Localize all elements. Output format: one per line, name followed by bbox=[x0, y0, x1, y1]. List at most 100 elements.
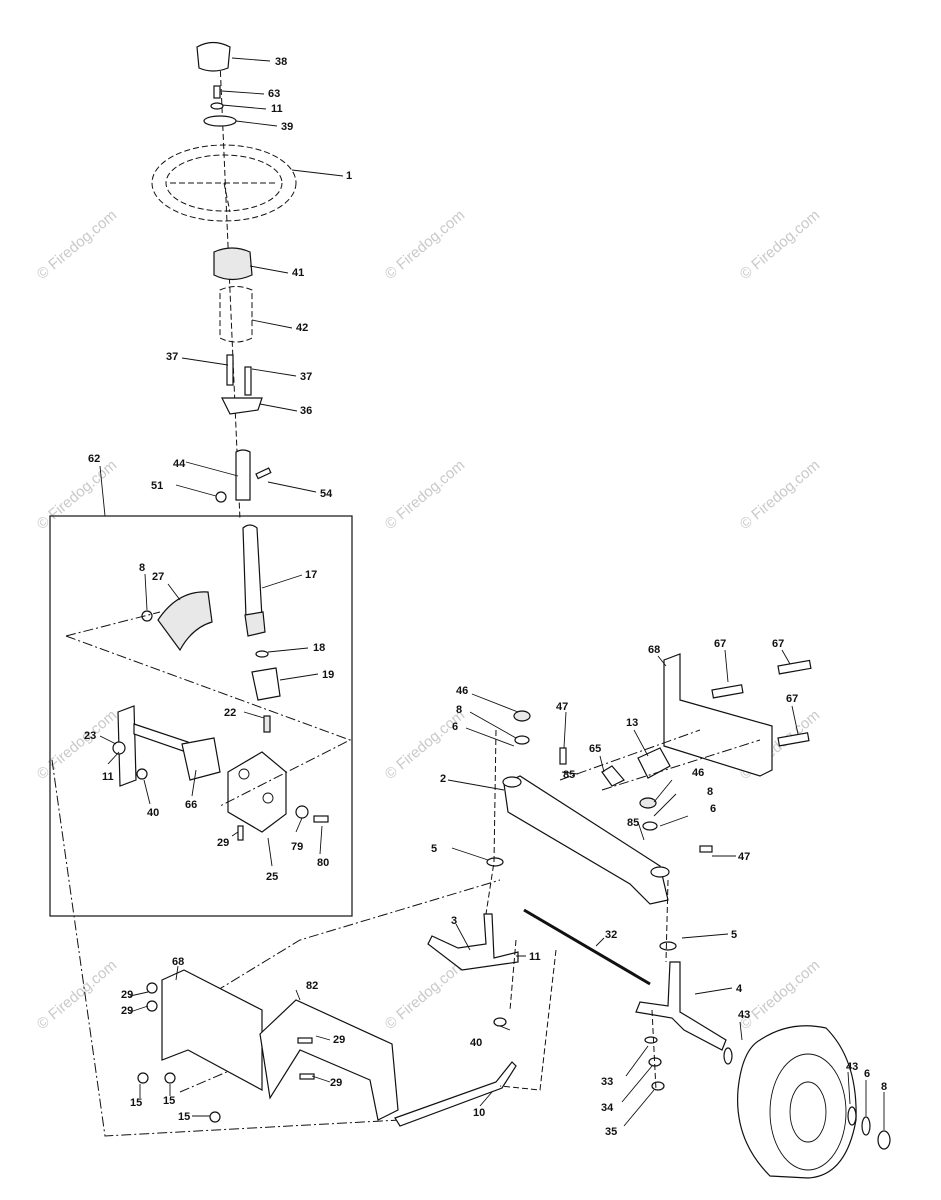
watermark-text: © Firedog.com bbox=[382, 707, 468, 783]
watermark-text: © Firedog.com bbox=[382, 207, 468, 283]
callout-labels: 38 63 11 39 1 41 42 37 37 36 62 44 51 54… bbox=[84, 56, 887, 1138]
steering-column-group bbox=[151, 41, 297, 521]
watermark-text: © Firedog.com bbox=[737, 957, 823, 1033]
callout-5: 5 bbox=[731, 929, 737, 941]
steering-adapter-part bbox=[213, 247, 253, 281]
callout-34: 34 bbox=[601, 1102, 614, 1114]
watermark-text: © Firedog.com bbox=[34, 207, 120, 283]
callout-10: 10 bbox=[473, 1107, 485, 1119]
axle-support-bracket bbox=[663, 653, 773, 777]
washer-part bbox=[514, 735, 530, 745]
callout-6: 6 bbox=[864, 1068, 870, 1080]
callout-63: 63 bbox=[268, 88, 280, 100]
bolt-part bbox=[711, 684, 744, 699]
callout-15: 15 bbox=[163, 1095, 175, 1107]
pinion-shaft-part bbox=[242, 524, 263, 626]
callout-3: 3 bbox=[451, 915, 457, 927]
bolt-part bbox=[146, 982, 158, 994]
callout-15: 15 bbox=[130, 1097, 142, 1109]
callout-39: 39 bbox=[281, 121, 293, 133]
callout-11: 11 bbox=[529, 951, 541, 963]
washer-part bbox=[723, 1047, 733, 1065]
washer-part bbox=[203, 115, 237, 127]
callout-40: 40 bbox=[147, 807, 159, 819]
watermark-text: © Firedog.com bbox=[737, 457, 823, 533]
callout-37: 37 bbox=[300, 371, 312, 383]
watermark-text: © Firedog.com bbox=[382, 457, 468, 533]
bolt-part bbox=[226, 354, 234, 386]
front-axle-part bbox=[503, 775, 669, 905]
callout-18: 18 bbox=[313, 642, 325, 654]
mount-bracket-left bbox=[161, 969, 263, 1092]
watermark-text: © Firedog.com bbox=[34, 457, 120, 533]
callout-67: 67 bbox=[772, 638, 784, 650]
pivot-pin-part bbox=[601, 765, 625, 787]
pinion-gear-part bbox=[244, 611, 266, 637]
washer-part bbox=[112, 741, 126, 755]
watermark-layer: © Firedog.com © Firedog.com © Firedog.co… bbox=[34, 207, 823, 1033]
callout-67: 67 bbox=[714, 638, 726, 650]
watermark-text: © Firedog.com bbox=[737, 207, 823, 283]
callout-67: 67 bbox=[786, 693, 798, 705]
callout-29: 29 bbox=[217, 837, 229, 849]
washer-part bbox=[486, 857, 504, 867]
grease-fitting-part bbox=[699, 845, 713, 853]
callout-33: 33 bbox=[601, 1076, 613, 1088]
washer-part bbox=[255, 650, 269, 658]
callout-29: 29 bbox=[121, 1005, 133, 1017]
front-axle-group bbox=[427, 653, 891, 1179]
callout-85: 85 bbox=[627, 817, 639, 829]
washer-part bbox=[295, 805, 309, 819]
callout-29: 29 bbox=[121, 989, 133, 1001]
callout-29: 29 bbox=[330, 1077, 342, 1089]
washer-part bbox=[861, 1116, 871, 1136]
cap-part bbox=[877, 1130, 891, 1150]
callout-2: 2 bbox=[440, 773, 446, 785]
callout-46: 46 bbox=[456, 685, 468, 697]
screw-part bbox=[213, 85, 221, 99]
watermark-text: © Firedog.com bbox=[34, 957, 120, 1033]
watermark-text: © Firedog.com bbox=[382, 957, 468, 1033]
callout-1: 1 bbox=[346, 170, 352, 182]
steering-cap-part bbox=[196, 41, 231, 72]
callout-8: 8 bbox=[456, 704, 462, 716]
mount-bracket-right bbox=[259, 999, 399, 1121]
callout-11: 11 bbox=[102, 771, 114, 783]
callout-19: 19 bbox=[322, 669, 334, 681]
washer-part bbox=[642, 821, 658, 831]
spindle-left-part bbox=[427, 913, 519, 971]
steering-sleeve-part bbox=[219, 286, 253, 343]
callout-6: 6 bbox=[452, 721, 458, 733]
callout-8: 8 bbox=[881, 1081, 887, 1093]
bolt-part bbox=[146, 1000, 158, 1012]
washer-part bbox=[164, 1072, 176, 1084]
bolt-part bbox=[141, 610, 153, 622]
bolt-part bbox=[313, 815, 329, 823]
callout-80: 80 bbox=[317, 857, 329, 869]
steering-wheel-part bbox=[151, 144, 297, 222]
washer-part bbox=[659, 941, 677, 951]
callout-17: 17 bbox=[305, 569, 317, 581]
callout-42: 42 bbox=[296, 322, 308, 334]
leader-lines bbox=[99, 57, 885, 1130]
gear-bracket-part bbox=[117, 705, 137, 787]
callout-36: 36 bbox=[300, 405, 312, 417]
callout-27: 27 bbox=[152, 571, 164, 583]
bolt-part bbox=[237, 825, 244, 841]
callout-68: 68 bbox=[172, 956, 184, 968]
washer-part bbox=[651, 1081, 665, 1091]
callout-13: 13 bbox=[626, 717, 638, 729]
callout-43: 43 bbox=[846, 1061, 858, 1073]
callout-37: 37 bbox=[166, 351, 178, 363]
callout-8: 8 bbox=[707, 786, 713, 798]
callout-47: 47 bbox=[738, 851, 750, 863]
gear-plate-part bbox=[227, 751, 287, 833]
callout-51: 51 bbox=[151, 480, 163, 492]
washer-part bbox=[136, 768, 148, 780]
callout-23: 23 bbox=[84, 730, 96, 742]
pivot-bushing-part bbox=[637, 747, 671, 779]
sector-shaft-part bbox=[133, 723, 189, 753]
washer-part bbox=[847, 1106, 857, 1126]
bolt-part bbox=[777, 732, 810, 747]
